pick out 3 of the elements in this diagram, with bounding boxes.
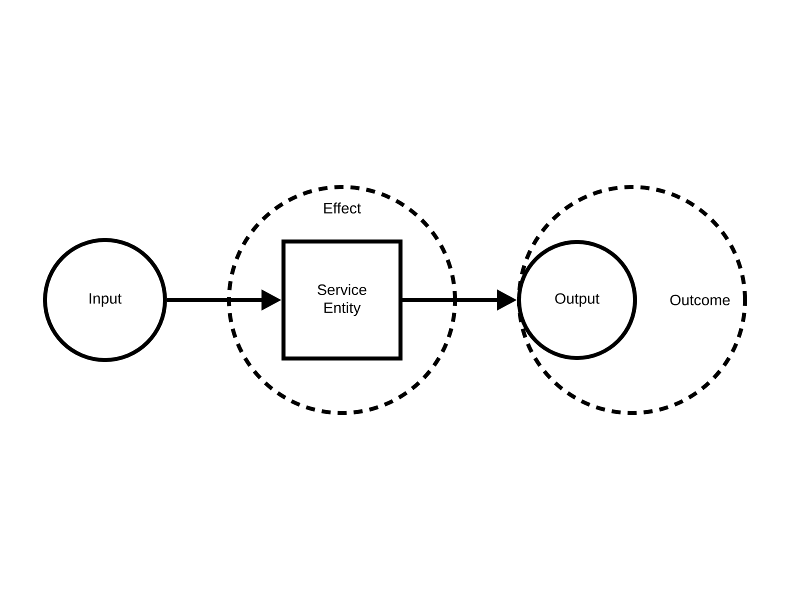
circle-node: Input xyxy=(43,238,167,362)
circle-node: Output xyxy=(517,240,637,360)
process-box: Service Entity xyxy=(282,240,402,360)
